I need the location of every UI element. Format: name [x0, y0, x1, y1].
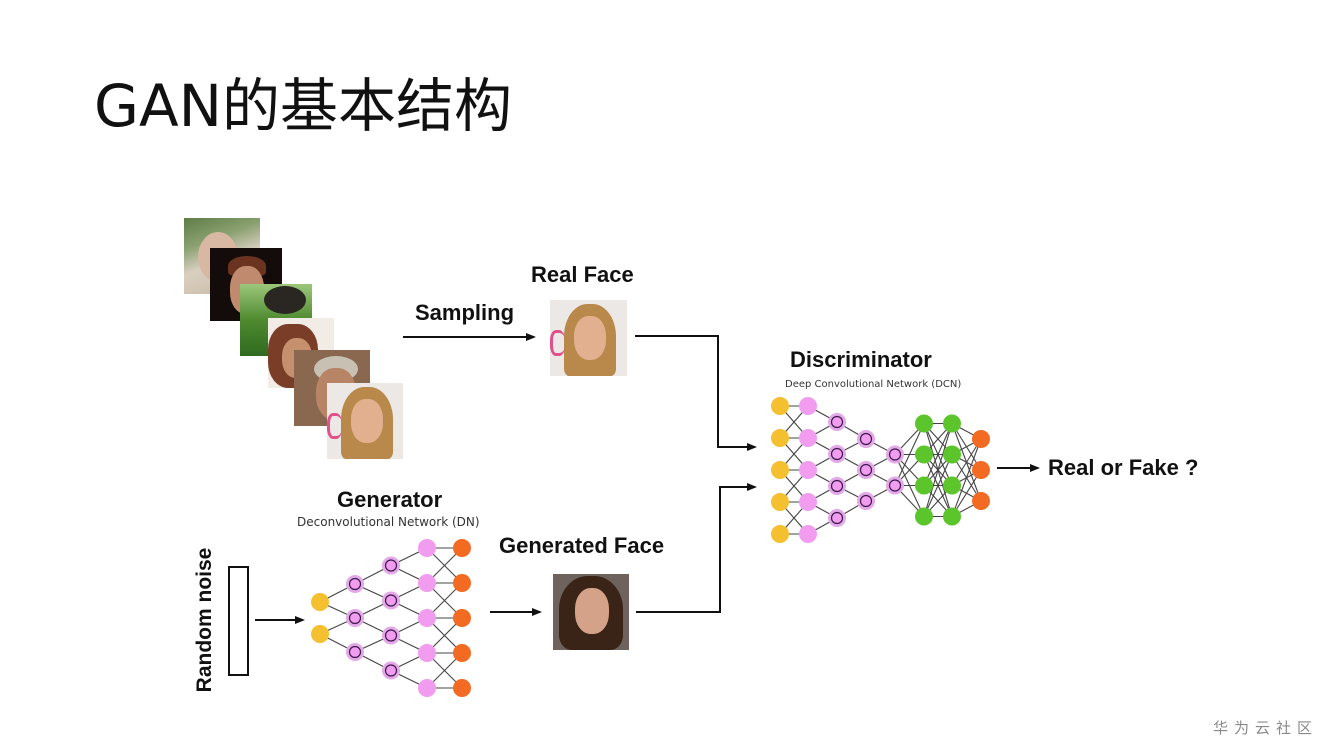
generator-nodes — [311, 539, 471, 697]
discriminator-edge — [894, 423, 925, 486]
discriminator-conv-kernel — [830, 447, 844, 461]
discriminator-edge — [923, 423, 953, 486]
generator-conv-kernel — [348, 645, 362, 659]
watermark: 华为云社区 — [1212, 719, 1318, 737]
discriminator-edge — [923, 454, 953, 517]
discriminator-conv-kernel — [859, 432, 873, 446]
generator-input-node — [311, 593, 329, 611]
discriminator-conv-kernel — [859, 494, 873, 508]
discriminator-hidden-node — [799, 397, 817, 415]
generator-subtitle: Deconvolutional Network (DN) — [297, 515, 480, 529]
generated-face-image — [553, 574, 629, 650]
discriminator-hidden-node — [799, 461, 817, 479]
discriminator-hidden-node — [799, 429, 817, 447]
discriminator-output-node — [972, 461, 990, 479]
discriminator-nodes — [771, 397, 990, 543]
discriminator-hidden-node — [799, 525, 817, 543]
discriminator-dense-node — [915, 414, 933, 433]
generator-input-node — [311, 625, 329, 643]
discriminator-dense-node — [915, 507, 933, 526]
discriminator-input-node — [771, 493, 789, 511]
generator-conv-kernel — [384, 629, 398, 642]
generator-output-node — [453, 574, 471, 592]
discriminator-edge — [951, 469, 982, 517]
generator-output-node — [453, 644, 471, 662]
generator-network — [311, 539, 471, 697]
generator-hidden-node — [418, 539, 436, 557]
discriminator-output-node — [972, 492, 990, 510]
generator-conv-kernel — [348, 611, 362, 625]
discriminator-dense-node — [943, 445, 961, 464]
discriminator-hidden-node — [799, 493, 817, 511]
real-face-image — [550, 300, 627, 376]
discriminator-conv-kernel — [830, 415, 844, 429]
discriminator-conv-kernel — [888, 479, 902, 492]
generator-hidden-node — [418, 574, 436, 592]
sampling-label: Sampling — [415, 300, 515, 325]
dataset-face-6 — [327, 383, 403, 459]
discriminator-edge — [951, 438, 982, 486]
output-label: Real or Fake ? — [1048, 455, 1199, 480]
generator-output-node — [453, 609, 471, 627]
discriminator-dense-node — [915, 476, 933, 495]
discriminator-edge — [923, 423, 953, 517]
generator-conv-kernel — [384, 559, 398, 572]
generator-output-node — [453, 539, 471, 557]
discriminator-conv-kernel — [830, 479, 844, 493]
real-face-label: Real Face — [531, 262, 634, 287]
discriminator-conv-kernel — [888, 448, 902, 461]
discriminator-dense-node — [943, 476, 961, 495]
generator-conv-kernel — [384, 594, 398, 607]
discriminator-output-node — [972, 430, 990, 448]
random-noise-vector — [228, 566, 249, 676]
slide-title: GAN的基本结构 — [94, 72, 513, 140]
discriminator-input-node — [771, 429, 789, 447]
real-face-to-discriminator-arrow — [635, 335, 757, 451]
generator-output-node — [453, 679, 471, 697]
discriminator-subtitle: Deep Convolutional Network (DCN) — [785, 379, 962, 390]
discriminator-dense-node — [943, 414, 961, 433]
generated-face-to-discriminator-arrow — [636, 483, 757, 613]
generator-hidden-node — [418, 609, 436, 627]
discriminator-input-node — [771, 461, 789, 479]
discriminator-edge — [951, 438, 982, 517]
discriminator-conv-kernel — [859, 463, 873, 477]
discriminator-input-node — [771, 525, 789, 543]
discriminator-dense-node — [943, 507, 961, 526]
discriminator-conv-kernel — [830, 511, 844, 525]
generator-hidden-node — [418, 679, 436, 697]
discriminator-network — [771, 397, 990, 543]
discriminator-title: Discriminator — [790, 347, 932, 372]
generator-conv-kernel — [348, 577, 362, 591]
generator-hidden-node — [418, 644, 436, 662]
generated-face-label: Generated Face — [499, 533, 665, 558]
generator-conv-kernel — [384, 664, 398, 677]
generator-title: Generator — [337, 487, 443, 512]
discriminator-dense-node — [915, 445, 933, 464]
discriminator-input-node — [771, 397, 789, 415]
